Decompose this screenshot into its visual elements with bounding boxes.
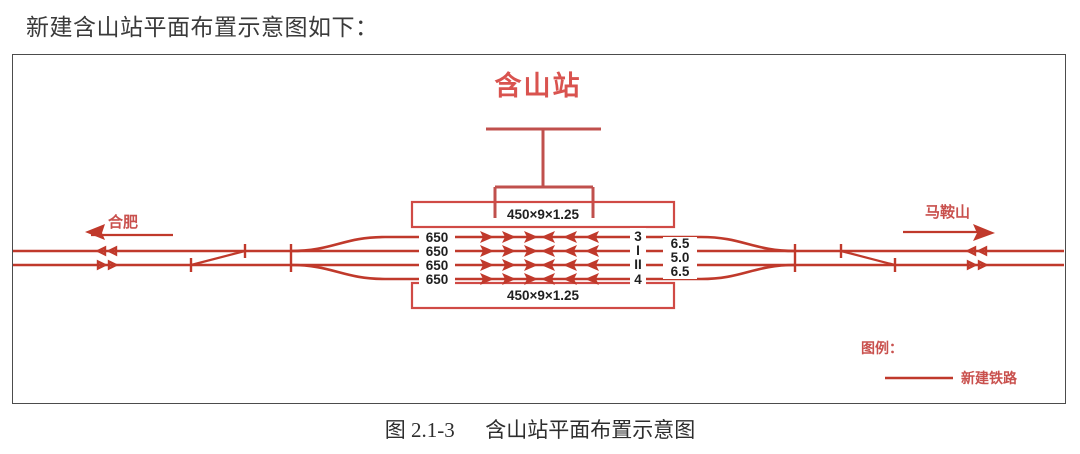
track-spacing-3-I: 6.5 [671, 236, 690, 251]
track-length-labels: 650 650 650 650 [419, 229, 455, 287]
station-name-label: 含山站 [495, 70, 582, 101]
track-spacing-I-II: 5.0 [671, 250, 690, 265]
track-length-label-I: 650 [426, 244, 449, 259]
platform-top: 450×9×1.25 [410, 200, 676, 229]
legend-entry-label: 新建铁路 [961, 370, 1018, 387]
station-building [486, 127, 601, 218]
figure-caption-title: 含山站平面布置示意图 [485, 418, 696, 442]
track-number-4: 4 [634, 272, 642, 287]
direction-left-arrow-icon [85, 224, 105, 240]
platform-bottom: 450×9×1.25 [410, 281, 676, 310]
figure-caption: 图 2.1-3 含山站平面布置示意图 [0, 414, 1080, 444]
turnout-chevrons [480, 231, 599, 285]
track-length-label-II: 650 [426, 258, 449, 273]
track-number-3: 3 [634, 229, 642, 244]
track-number-labels: 3 I II 4 [630, 228, 646, 287]
main-line-left [13, 245, 291, 271]
track-length-label-3: 650 [426, 230, 449, 245]
track-spacing-labels: 6.5 5.0 6.5 [663, 236, 697, 279]
figure-frame: 含山站 450×9×1.25 450×9×1.25 [12, 54, 1066, 404]
track-length-label-4: 650 [426, 272, 449, 287]
legend: 图例： 新建铁路 [861, 340, 1018, 387]
direction-right-label: 马鞍山 [925, 203, 970, 221]
station-layout-diagram: 含山站 450×9×1.25 450×9×1.25 [13, 70, 1064, 387]
throat-left [189, 235, 386, 281]
direction-right: 马鞍山 [903, 203, 995, 241]
main-line-right [795, 245, 1064, 271]
direction-right-arrow-icon [973, 224, 995, 241]
direction-left: 合肥 [85, 213, 173, 240]
platform-bottom-label: 450×9×1.25 [507, 288, 580, 303]
page-heading: 新建含山站平面布置示意图如下： [26, 15, 379, 40]
track-number-I: I [636, 243, 640, 258]
track-number-II: II [634, 257, 642, 272]
throat-right [700, 235, 897, 281]
platform-top-label: 450×9×1.25 [507, 207, 580, 222]
track-spacing-II-4: 6.5 [671, 264, 690, 279]
legend-title: 图例： [861, 340, 903, 357]
direction-left-label: 合肥 [107, 213, 138, 231]
figure-caption-number: 图 2.1-3 [384, 418, 455, 442]
